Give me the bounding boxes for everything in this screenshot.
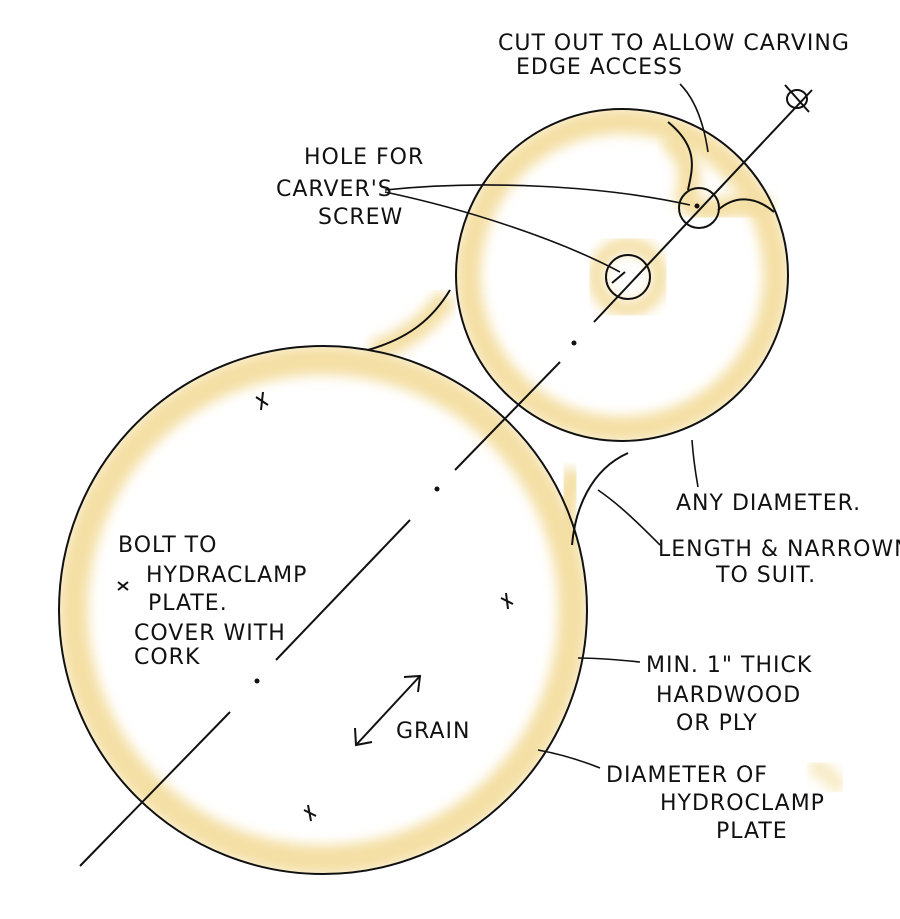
label-hole-line1: HOLE FOR <box>304 145 424 170</box>
label-any-diameter: ANY DIAMETER. <box>676 491 861 516</box>
leader-lines <box>384 83 709 769</box>
label-bolt-line2: HYDRACLAMP <box>146 563 307 588</box>
label-plate-line2: HYDROCLAMP <box>660 791 825 816</box>
leader-plate-diameter <box>537 749 601 769</box>
bolt-mark-2 <box>117 581 129 591</box>
small-disc-outline <box>455 108 789 442</box>
leader-cutout <box>679 83 709 153</box>
label-bolt-line4: COVER WITH <box>134 621 286 646</box>
small-disc-shading <box>456 109 788 441</box>
screw-hole-lower <box>605 254 651 300</box>
screw-hole-upper <box>678 187 720 229</box>
label-thickness-line1: MIN. 1" THICK <box>646 653 812 678</box>
outlines <box>58 108 789 875</box>
label-plate-line3: PLATE <box>716 819 788 844</box>
label-bolt-line3: PLATE. <box>148 591 228 616</box>
annotations: CUT OUT TO ALLOW CARVING EDGE ACCESS HOL… <box>118 31 900 844</box>
stray-shading <box>806 756 849 795</box>
label-cutout-line1: CUT OUT TO ALLOW CARVING <box>498 31 850 56</box>
neck-curve-upper <box>367 289 451 351</box>
label-grain: GRAIN <box>396 719 470 744</box>
leader-hole-1 <box>384 184 691 206</box>
wood-shading <box>59 109 849 874</box>
cutout-shading <box>660 129 775 221</box>
big-disc-shading <box>59 346 587 874</box>
bolt-hole-marks <box>117 391 514 822</box>
bolt-mark-1 <box>255 391 269 411</box>
neck-curve-lower <box>571 452 629 546</box>
neck-shading-left <box>368 289 457 363</box>
label-length-line1: LENGTH & NARROWNESS <box>658 537 900 562</box>
hole-shading <box>588 237 668 317</box>
bolt-mark-4 <box>303 804 317 822</box>
label-length-line2: TO SUIT. <box>715 563 816 588</box>
label-thickness-line3: OR PLY <box>676 711 758 736</box>
grain-arrow <box>354 674 422 747</box>
leader-any-diameter <box>691 439 699 488</box>
bolt-mark-3 <box>500 592 514 610</box>
cutout-curve-right <box>717 198 775 213</box>
label-hole-line2: CARVER'S <box>276 177 393 202</box>
center-line <box>79 84 813 867</box>
label-thickness-line2: HARDWOOD <box>656 683 801 708</box>
label-plate-line1: DIAMETER OF <box>606 763 768 788</box>
large-disc-outline <box>58 345 588 875</box>
neck-shading-right <box>554 466 586 551</box>
leader-thickness <box>577 657 641 663</box>
label-cutout-line2: EDGE ACCESS <box>516 55 683 80</box>
leader-hole-2 <box>384 191 621 273</box>
cutout-curve <box>667 121 693 191</box>
label-bolt-line1: BOLT TO <box>118 533 217 558</box>
leader-length <box>597 489 661 546</box>
label-bolt-line5: CORK <box>134 645 200 670</box>
label-hole-line3: SCREW <box>318 205 403 230</box>
